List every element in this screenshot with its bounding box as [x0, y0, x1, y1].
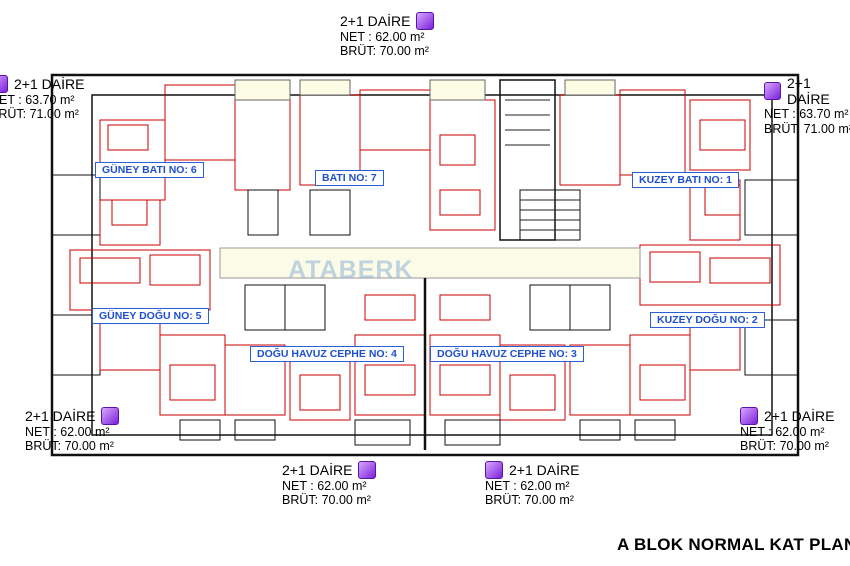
- unit-type: 2+1 DAİRE: [14, 75, 85, 92]
- gross-area: BRÜT: 70.00 m²: [740, 439, 829, 454]
- unit-marker-icon: [416, 12, 435, 30]
- unit-marker-icon: [358, 461, 377, 479]
- unit-label-right-bottom: 2+1 DAİRE NET : 62.00 m² BRÜT: 70.00 m²: [740, 407, 834, 454]
- plan-title: A BLOK NORMAL KAT PLANI: [617, 535, 850, 554]
- unit-type: 2+1 DAİRE: [764, 407, 835, 424]
- unit-marker-icon: [0, 75, 8, 93]
- tag-bati: BATI NO: 7: [315, 170, 384, 186]
- tag-kuzey-bati: KUZEY BATI NO: 1: [632, 172, 739, 188]
- net-area: NET : 62.00 m²: [282, 479, 367, 493]
- watermark-logo: ATABERK: [288, 256, 414, 284]
- unit-type: 2+1 DAİRE: [282, 461, 353, 478]
- unit-label-top: 2+1 DAİRE NET : 62.00 m² BRÜT: 70.00 m²: [340, 12, 435, 59]
- unit-label-bottom-right: 2+1 DAİRE NET : 62.00 m² BRÜT: 70.00 m²: [485, 461, 579, 508]
- net-area: NET : 62.00 m²: [740, 425, 825, 439]
- unit-type: 2+1 DAİRE: [340, 12, 411, 29]
- unit-marker-icon: [485, 461, 503, 479]
- net-area: NET : 62.00 m²: [340, 30, 425, 44]
- tag-guney-dogu: GÜNEY DOĞU NO: 5: [92, 308, 209, 324]
- gross-area: BRÜT: 71.00 m²: [0, 107, 79, 122]
- tag-kuzey-dogu: KUZEY DOĞU NO: 2: [650, 312, 765, 328]
- tag-dogu-havuz-4: DOĞU HAVUZ CEPHE NO: 4: [250, 346, 404, 362]
- unit-label-bottom-left: 2+1 DAİRE NET : 62.00 m² BRÜT: 70.00 m²: [282, 461, 377, 508]
- unit-label-left-top: 2+1 DAİRE NET : 63.70 m² BRÜT: 71.00 m²: [0, 75, 84, 122]
- gross-area: BRÜT: 70.00 m²: [340, 44, 429, 59]
- tag-guney-bati: GÜNEY BATI NO: 6: [95, 162, 204, 178]
- unit-type: 2+1 DAİRE: [786, 75, 830, 108]
- gross-area: BRÜT: 70.00 m²: [485, 493, 574, 508]
- net-area: NET : 62.00 m²: [485, 479, 570, 493]
- gross-area: BRÜT: 70.00 m²: [25, 439, 114, 454]
- gross-area: BRÜT: 71.00 m²: [764, 121, 850, 136]
- tag-dogu-havuz-3: DOĞU HAVUZ CEPHE NO: 3: [430, 346, 584, 362]
- unit-marker-icon: [740, 407, 758, 425]
- unit-type: 2+1 DAİRE: [509, 461, 580, 478]
- unit-marker-icon: [764, 82, 781, 101]
- unit-label-left-bottom: 2+1 DAİRE NET : 62.00 m² BRÜT: 70.00 m²: [25, 407, 120, 454]
- unit-marker-icon: [101, 407, 120, 425]
- unit-type: 2+1 DAİRE: [25, 407, 96, 424]
- net-area: NET : 62.00 m²: [25, 425, 110, 439]
- unit-label-right-top: 2+1 DAİRE NET : 63.70 m² BRÜT: 71.00 m²: [764, 75, 850, 136]
- net-area: NET : 63.70 m²: [764, 107, 849, 122]
- gross-area: BRÜT: 70.00 m²: [282, 493, 371, 508]
- net-area: NET : 63.70 m²: [0, 93, 75, 107]
